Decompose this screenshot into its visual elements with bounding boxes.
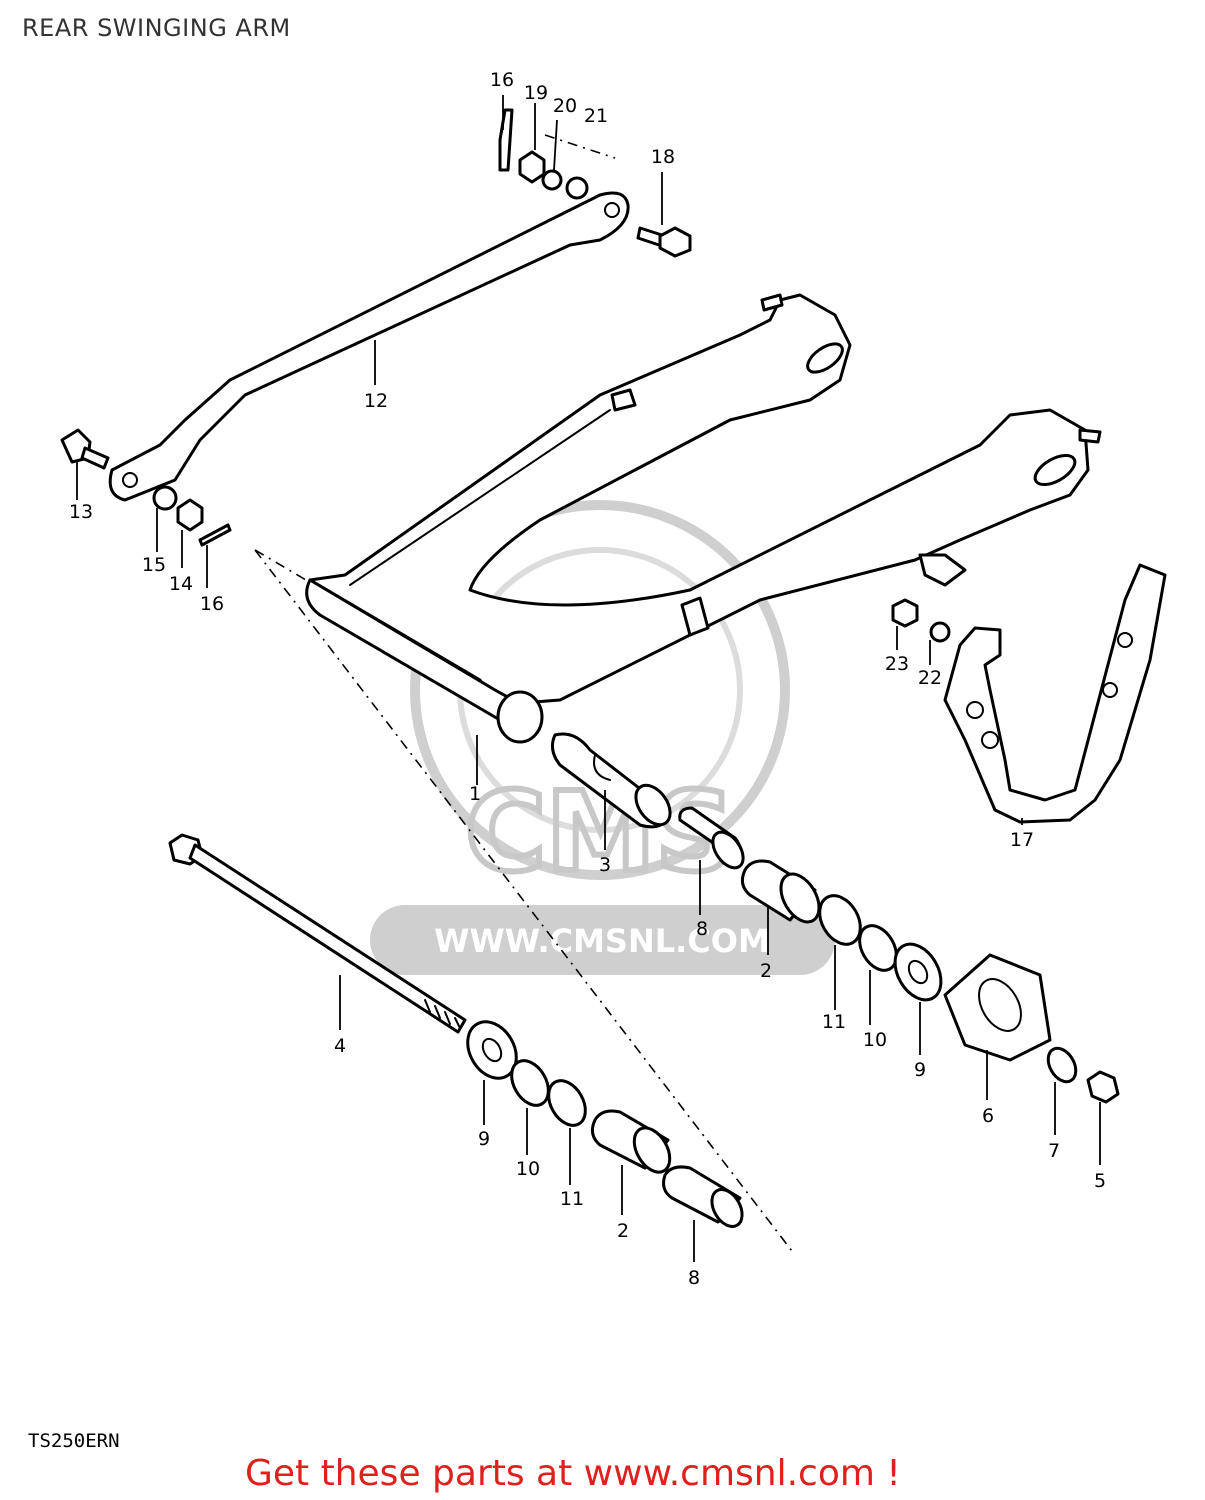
callout-3: 3 — [599, 854, 611, 876]
leader-lines — [76, 95, 1101, 1262]
part-1-swinging-arm — [305, 293, 1102, 744]
callout-15: 15 — [142, 554, 166, 576]
part-4-pivot-bolt — [168, 833, 467, 1034]
footer-cmsnl-link[interactable]: Get these parts at www.cmsnl.com ! — [245, 1453, 901, 1494]
callout-23: 23 — [885, 653, 909, 675]
part-14-nut — [176, 498, 204, 532]
callout-labels: 16 19 20 21 18 12 13 15 14 16 23 22 17 1… — [69, 69, 1106, 1289]
callout-19: 20 — [553, 95, 577, 117]
part-7-washer — [1046, 1046, 1078, 1084]
part-3-bushing — [550, 732, 672, 829]
callout-6: 6 — [982, 1105, 994, 1127]
callout-5: 5 — [1094, 1170, 1106, 1192]
part-2-collar-lower — [590, 1109, 672, 1174]
part-2-collar — [740, 859, 821, 924]
callout-20: 21 — [584, 105, 608, 127]
part-11-shim-lower — [547, 1079, 587, 1127]
callout-12: 12 — [364, 390, 388, 412]
part-18-nut — [518, 150, 546, 184]
part-23-bolt — [891, 598, 919, 628]
part-6-spacer — [943, 953, 1052, 1062]
callout-2: 2 — [760, 960, 772, 982]
part-11-shim — [818, 894, 862, 946]
callout-7: 7 — [1048, 1140, 1060, 1162]
part-10-ring — [858, 924, 898, 972]
cmsnl-watermark: CMS WWW.CMSNL.COM — [370, 500, 835, 975]
part-8-bearing-lower — [662, 1165, 744, 1228]
callout-9-lower: 9 — [478, 1128, 490, 1150]
part-13-bolt — [60, 428, 110, 470]
model-code: TS250ERN — [28, 1430, 120, 1452]
callout-4: 4 — [334, 1035, 346, 1057]
part-17-bolt — [636, 226, 692, 258]
part-16-pin-top — [498, 108, 514, 172]
part-9-seal-lower — [466, 1020, 518, 1080]
callout-2-lower: 2 — [617, 1220, 629, 1242]
callout-16-lower: 16 — [200, 593, 224, 615]
callout-8-lower: 8 — [688, 1267, 700, 1289]
callout-10-lower: 10 — [516, 1158, 540, 1180]
part-5-nut — [1086, 1070, 1120, 1104]
callout-22: 22 — [918, 667, 942, 689]
callout-13: 13 — [69, 501, 93, 523]
callout-8: 8 — [696, 918, 708, 940]
part-22-washer — [929, 621, 951, 643]
part-12-arm — [108, 191, 630, 502]
page-title: REAR SWINGING ARM — [22, 14, 291, 42]
callout-9: 9 — [914, 1059, 926, 1081]
part-10-ring-lower — [510, 1059, 550, 1107]
part-9-seal — [893, 942, 943, 1002]
part-16-pin — [198, 523, 232, 547]
callout-21: 17 — [1010, 829, 1034, 851]
part-19-washer — [541, 169, 563, 191]
part-21-bracket — [943, 563, 1167, 824]
part-8-bearing — [678, 806, 745, 870]
callout-14: 14 — [169, 573, 193, 595]
callout-11: 11 — [822, 1011, 846, 1033]
callout-18: 19 — [524, 82, 548, 104]
part-15-washer — [152, 485, 178, 511]
callout-11-lower: 11 — [560, 1188, 584, 1210]
callout-10: 10 — [863, 1029, 887, 1051]
watermark-url: WWW.CMSNL.COM — [434, 922, 770, 960]
callout-16: 16 — [490, 69, 514, 91]
callout-1: 1 — [469, 783, 481, 805]
callout-17: 18 — [651, 146, 675, 168]
part-20-washer — [565, 176, 589, 200]
